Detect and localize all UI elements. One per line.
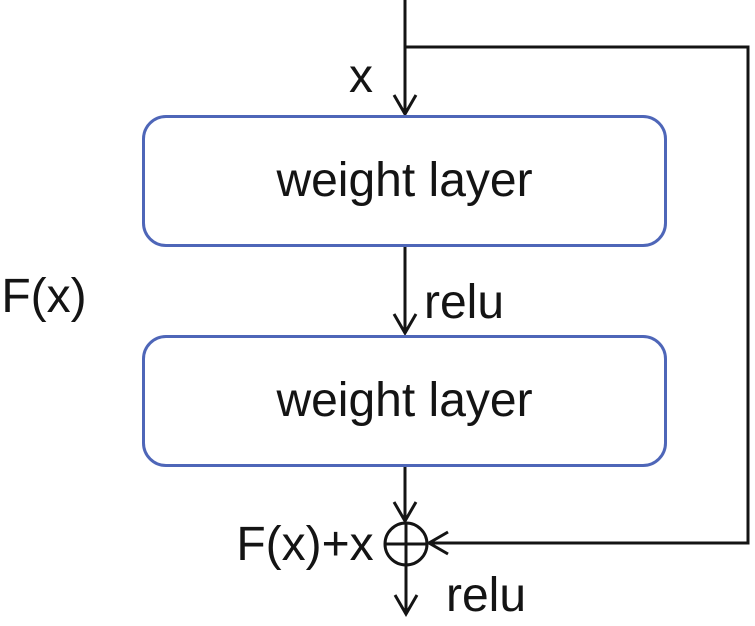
weight-layer-box-2: weight layer — [142, 335, 667, 467]
input-label: x — [349, 50, 373, 103]
input-arrowhead-icon — [392, 94, 418, 117]
residual-function-label: F(x) — [1, 270, 87, 323]
skip-connection-line — [405, 45, 750, 545]
relu-mid-label: relu — [424, 276, 505, 329]
weight-layer-1-label: weight layer — [276, 154, 533, 207]
weight-layer-box-1: weight layer — [142, 115, 667, 247]
skip-arrowhead-icon — [426, 530, 449, 556]
weight-layer-2-label: weight layer — [276, 374, 533, 427]
output-arrowhead-icon — [393, 594, 419, 617]
sum-label: F(x)+x — [236, 518, 374, 571]
relu-arrowhead-icon — [392, 313, 418, 336]
to-adder-arrowhead-icon — [392, 501, 418, 524]
relu-out-label: relu — [446, 569, 527, 622]
